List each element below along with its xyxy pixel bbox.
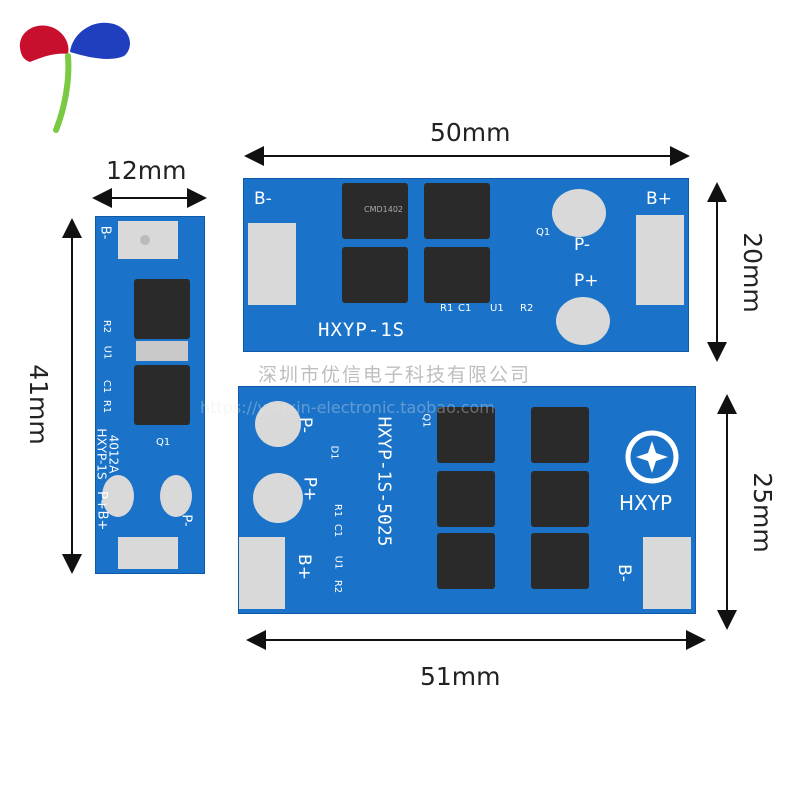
bottom-label-r1: R1 xyxy=(332,503,344,518)
top-chip-3 xyxy=(342,247,408,303)
small-chip-2 xyxy=(134,365,190,425)
bottom-label-d1: D1 xyxy=(328,445,340,460)
pad-hole xyxy=(140,235,150,245)
dimension-bottom-height: 25mm xyxy=(747,472,777,553)
bottom-chip-4 xyxy=(531,471,589,527)
dimension-top-height: 20mm xyxy=(737,232,767,313)
bottom-round-pad-pplus xyxy=(253,473,303,523)
dimension-bottom-width: 51mm xyxy=(420,662,501,691)
dimension-small-height: 41mm xyxy=(23,364,53,445)
chip-tab xyxy=(136,341,188,361)
top-round-pad-pminus xyxy=(552,189,606,237)
bottom-label-r2: R2 xyxy=(332,579,344,594)
bottom-round-pad-pminus xyxy=(255,401,301,447)
top-pad-bplus xyxy=(636,215,684,305)
bottom-label-u1: U1 xyxy=(332,555,344,570)
top-chip-text: CMD1402 xyxy=(364,205,404,214)
dimension-small-width: 12mm xyxy=(106,156,187,185)
bottom-label-pplus: P+ xyxy=(299,476,320,502)
top-label-r2: R2 xyxy=(520,303,534,314)
bottom-label-c1: C1 xyxy=(332,523,344,538)
small-board: B- R2 U1 C1 R1 Q1 HXYP-1S 4012A B+ P+ P- xyxy=(93,216,205,574)
bottom-label-pminus: P- xyxy=(295,416,316,434)
small-label-u1: U1 xyxy=(101,345,113,360)
top-pad-bminus xyxy=(248,223,296,305)
small-chip-1 xyxy=(134,279,190,339)
watermark-url: https://youxin-electronic.taobao.com xyxy=(200,398,495,417)
top-model: HXYP-1S xyxy=(318,319,406,341)
top-chip-1 xyxy=(342,183,408,239)
top-label-c1: C1 xyxy=(458,303,472,314)
bottom-brand: HXYP xyxy=(619,491,673,515)
small-label-q1: Q1 xyxy=(156,437,171,448)
top-chip-2 xyxy=(424,183,490,239)
bottom-chip-6 xyxy=(531,533,589,589)
bottom-pad-bminus xyxy=(643,537,691,609)
top-label-pminus: P- xyxy=(574,235,591,255)
watermark-company: 深圳市优信电子科技有限公司 xyxy=(258,364,532,386)
hxyp-logo-icon xyxy=(625,430,679,484)
top-board: B- B+ CMD1402 P- P+ Q1 R1 C1 U1 R2 HXYP-… xyxy=(243,178,689,352)
small-pad-pplus: P+ xyxy=(93,491,109,510)
bottom-label-bplus: B+ xyxy=(293,554,314,580)
bottom-pad-bplus xyxy=(239,537,285,609)
bottom-board: P- P+ B+ B- D1 R1 C1 U1 R2 Q1 HXYP-1S-50… xyxy=(238,386,696,614)
dimension-top-width: 50mm xyxy=(430,118,511,147)
top-label-pplus: P+ xyxy=(574,271,599,291)
bottom-chip-3 xyxy=(437,471,495,527)
bottom-chip-1 xyxy=(437,407,495,463)
small-round-pad-2 xyxy=(160,475,192,517)
small-pad-pminus: P- xyxy=(178,514,194,527)
bottom-chip-5 xyxy=(437,533,495,589)
bottom-label-bminus: B- xyxy=(613,564,634,582)
top-label-r1: R1 xyxy=(440,303,454,314)
small-label-c1: C1 xyxy=(101,379,113,394)
top-chip-4 xyxy=(424,247,490,303)
bottom-chip-2 xyxy=(531,407,589,463)
bottom-model: HXYP-1S-5025 xyxy=(373,416,395,547)
small-label-r2: R2 xyxy=(101,319,113,334)
top-label-u1: U1 xyxy=(490,303,504,314)
top-label-bminus: B- xyxy=(254,189,272,209)
small-board-pad-bottom xyxy=(118,537,178,569)
small-code: 4012A xyxy=(106,434,121,474)
top-label-bplus: B+ xyxy=(646,189,672,209)
brand-logo xyxy=(19,22,130,133)
small-pad-bplus: B+ xyxy=(94,510,110,531)
top-round-pad-pplus xyxy=(556,297,610,345)
small-round-pad-1 xyxy=(102,475,134,517)
small-pad-top-label: B- xyxy=(97,225,113,240)
top-label-q1: Q1 xyxy=(536,227,551,238)
small-label-r1: R1 xyxy=(101,399,113,414)
